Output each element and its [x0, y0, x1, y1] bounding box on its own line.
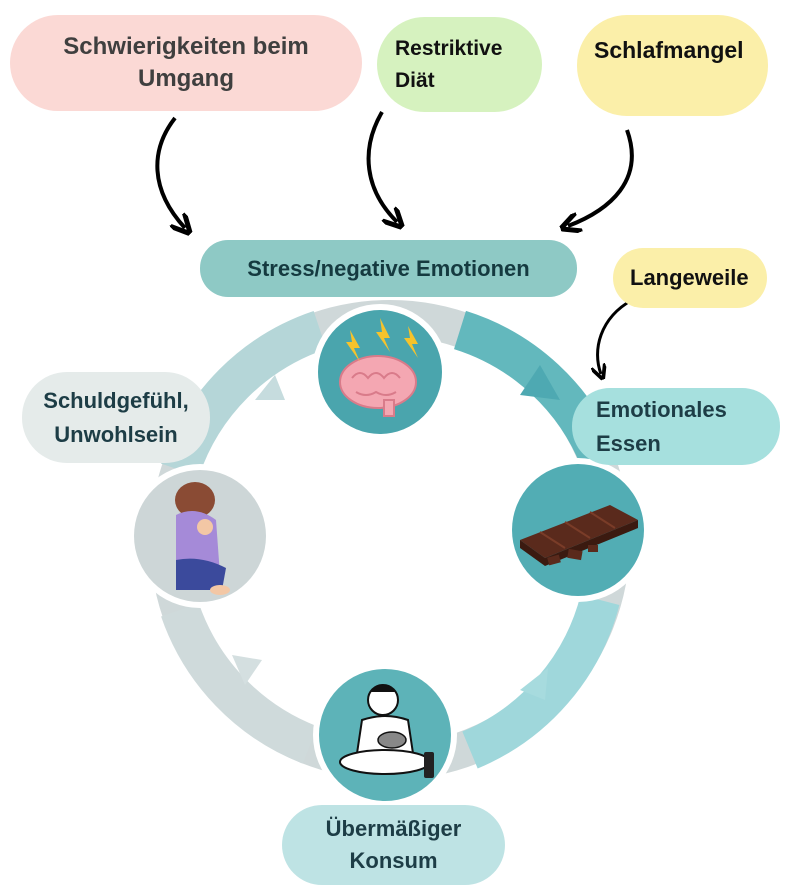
cycle-emotional-eating: Emotionales Essen: [572, 388, 780, 465]
cycle-stress: Stress/negative Emotionen: [200, 240, 577, 297]
factor-struggle: Schwierigkeiten beim Umgang: [10, 15, 362, 111]
factor-diet-line2: Diät: [395, 68, 435, 92]
factor-struggle-line1: Schwierigkeiten beim: [63, 33, 309, 60]
brain-icon: [312, 304, 448, 440]
arrow-sleep: [568, 129, 634, 226]
cycle-arrow-3: [232, 655, 262, 685]
overeating-person-icon: [313, 663, 457, 807]
cycle-emotional-eating-line2: Essen: [596, 430, 661, 456]
cycle-overconsumption-line1: Übermäßiger: [325, 816, 462, 841]
cycle-arrow-2: [520, 668, 548, 700]
arrow-boredom: [598, 298, 633, 374]
cycle-overconsumption-line2: Konsum: [349, 848, 438, 873]
cycle-guilt: Schuldgefühl, Unwohlsein: [22, 372, 210, 463]
chocolate-icon: [506, 458, 650, 602]
factor-diet: Restriktive Diät: [377, 17, 542, 112]
arrow-struggle: [155, 116, 185, 228]
arrow-diet: [366, 110, 397, 222]
cycle-arrow-1: [520, 365, 560, 400]
factor-sleep-label: Schlafmangel: [594, 37, 744, 63]
cycle-overconsumption: Übermäßiger Konsum: [282, 805, 505, 885]
sad-person-icon: [128, 464, 272, 608]
cycle-arrow-4: [255, 375, 285, 400]
factor-boredom-label: Langeweile: [630, 265, 749, 290]
cycle-stress-label: Stress/negative Emotionen: [247, 255, 530, 281]
factor-struggle-line2: Umgang: [137, 65, 234, 92]
factor-diet-line1: Restriktive: [395, 36, 503, 60]
factor-sleep: Schlafmangel: [577, 15, 768, 116]
cycle-guilt-line1: Schuldgefühl,: [43, 387, 189, 413]
cycle-emotional-eating-line1: Emotionales: [596, 396, 727, 422]
cycle-guilt-line2: Unwohlsein: [54, 421, 178, 447]
factor-boredom: Langeweile: [613, 248, 767, 308]
